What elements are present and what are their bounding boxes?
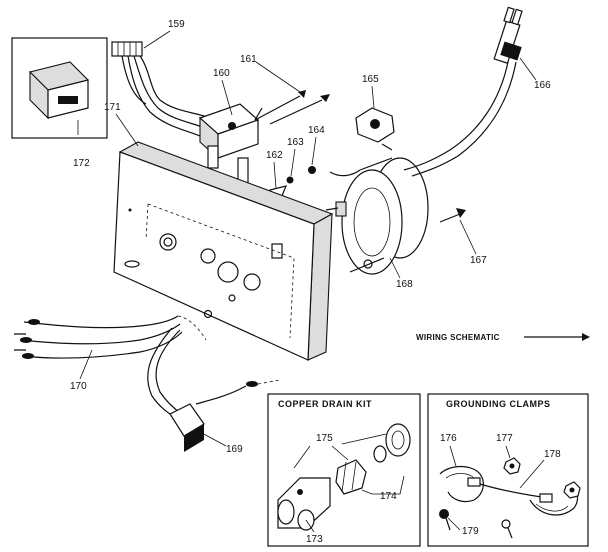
callout-163: 163 (287, 137, 304, 148)
part-160-switch (198, 103, 263, 185)
part-170-leads (14, 315, 207, 359)
callout-167: 167 (470, 255, 487, 266)
part-161-screws (254, 90, 330, 125)
callout-173: 173 (306, 534, 323, 545)
callout-170: 170 (70, 381, 87, 392)
copper-drain-kit-box (267, 393, 421, 547)
part-167-screw (439, 208, 466, 223)
callout-161: 161 (240, 54, 257, 65)
callout-165: 165 (362, 74, 379, 85)
callout-174: 174 (380, 491, 397, 502)
callout-162: 162 (266, 150, 283, 161)
grounding-clamps-box (427, 393, 589, 547)
callout-179: 179 (462, 526, 479, 537)
part-172-transformer (11, 37, 108, 139)
callout-169: 169 (226, 444, 243, 455)
copper-drain-kit-title: COPPER DRAIN KIT (278, 399, 372, 409)
callout-172: 172 (73, 158, 90, 169)
callout-168: 168 (396, 279, 413, 290)
part-165-hub (355, 107, 395, 151)
part-168-motor (325, 157, 429, 275)
callout-166: 166 (534, 80, 551, 91)
part-159-harness (111, 41, 211, 137)
callout-164: 164 (308, 125, 325, 136)
wiring-schematic-label: WIRING SCHEMATIC (416, 333, 500, 342)
part-169-connector (147, 327, 281, 452)
callout-160: 160 (213, 68, 230, 79)
part-166-cord (403, 6, 523, 177)
callout-177: 177 (496, 433, 513, 444)
callout-176: 176 (440, 433, 457, 444)
callout-159: 159 (168, 19, 185, 30)
wiring-schematic-arrow (524, 333, 590, 341)
callout-175: 175 (316, 433, 333, 444)
part-171-panel (113, 141, 334, 361)
grounding-clamps-title: GROUNDING CLAMPS (446, 399, 551, 409)
callout-178: 178 (544, 449, 561, 460)
callout-171: 171 (104, 102, 121, 113)
